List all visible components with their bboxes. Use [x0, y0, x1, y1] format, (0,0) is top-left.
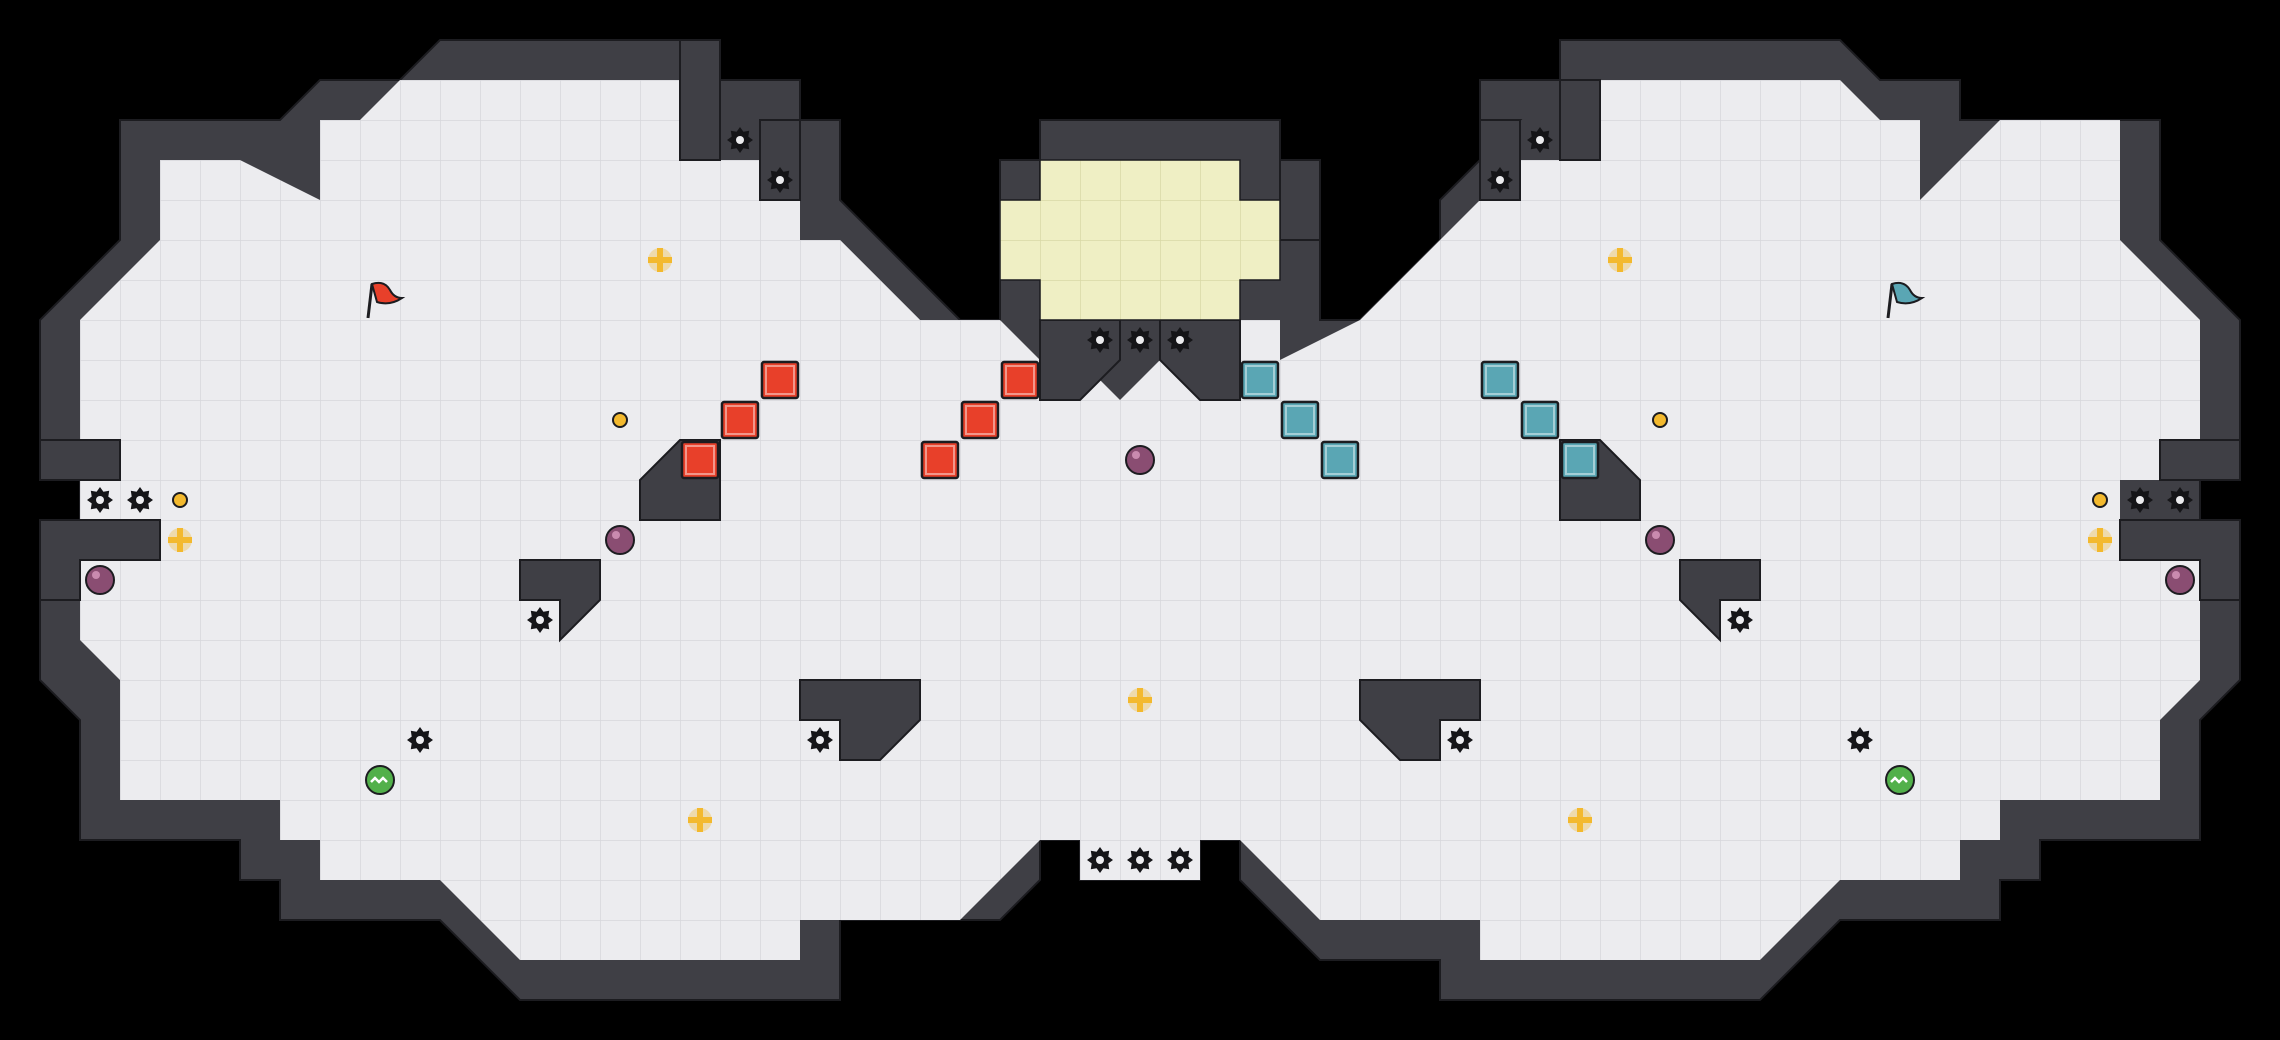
team-gate-icon: [1320, 440, 1360, 480]
coin-icon: [612, 412, 628, 428]
bomb-icon: [605, 525, 635, 555]
boost-icon: [1608, 248, 1632, 272]
spike-icon: [1167, 327, 1193, 353]
boost-icon: [168, 528, 192, 552]
spike-icon: [1487, 167, 1513, 193]
spike-icon: [1087, 327, 1113, 353]
spike-icon: [407, 727, 433, 753]
coin-icon: [2092, 492, 2108, 508]
spike-icon: [1527, 127, 1553, 153]
bomb-icon: [85, 565, 115, 595]
spike-icon: [1087, 847, 1113, 873]
boost-icon: [1568, 808, 1592, 832]
coin-icon: [172, 492, 188, 508]
powerup-icon: [365, 765, 395, 795]
spike-icon: [727, 127, 753, 153]
team-gate-icon: [720, 400, 760, 440]
spike-icon: [87, 487, 113, 513]
powerup-icon: [1885, 765, 1915, 795]
team-gate-icon: [1240, 360, 1280, 400]
bomb-icon: [1125, 445, 1155, 475]
bomb-icon: [2165, 565, 2195, 595]
team-gate-icon: [1280, 400, 1320, 440]
boost-icon: [648, 248, 672, 272]
spike-icon: [1127, 847, 1153, 873]
flag-icon: [366, 281, 406, 319]
boost-icon: [1128, 688, 1152, 712]
team-gate-icon: [1480, 360, 1520, 400]
team-gate-icon: [760, 360, 800, 400]
spike-icon: [1727, 607, 1753, 633]
team-gate-icon: [920, 440, 960, 480]
team-gate-icon: [1000, 360, 1040, 400]
spike-icon: [1127, 327, 1153, 353]
team-gate-icon: [1520, 400, 1560, 440]
spike-icon: [1847, 727, 1873, 753]
spike-icon: [1167, 847, 1193, 873]
spike-icon: [127, 487, 153, 513]
team-gate-icon: [1560, 440, 1600, 480]
floor: [80, 80, 2200, 960]
center-zone: [999, 159, 1281, 321]
team-gate-icon: [680, 440, 720, 480]
team-gate-icon: [960, 400, 1000, 440]
boost-icon: [2088, 528, 2112, 552]
spike-icon: [2127, 487, 2153, 513]
coin-icon: [1652, 412, 1668, 428]
map-items: [85, 127, 2195, 873]
spike-icon: [807, 727, 833, 753]
spike-icon: [767, 167, 793, 193]
spike-icon: [2167, 487, 2193, 513]
spike-icon: [1447, 727, 1473, 753]
flag-icon: [1886, 281, 1926, 319]
spike-icon: [527, 607, 553, 633]
bomb-icon: [1645, 525, 1675, 555]
boost-icon: [688, 808, 712, 832]
